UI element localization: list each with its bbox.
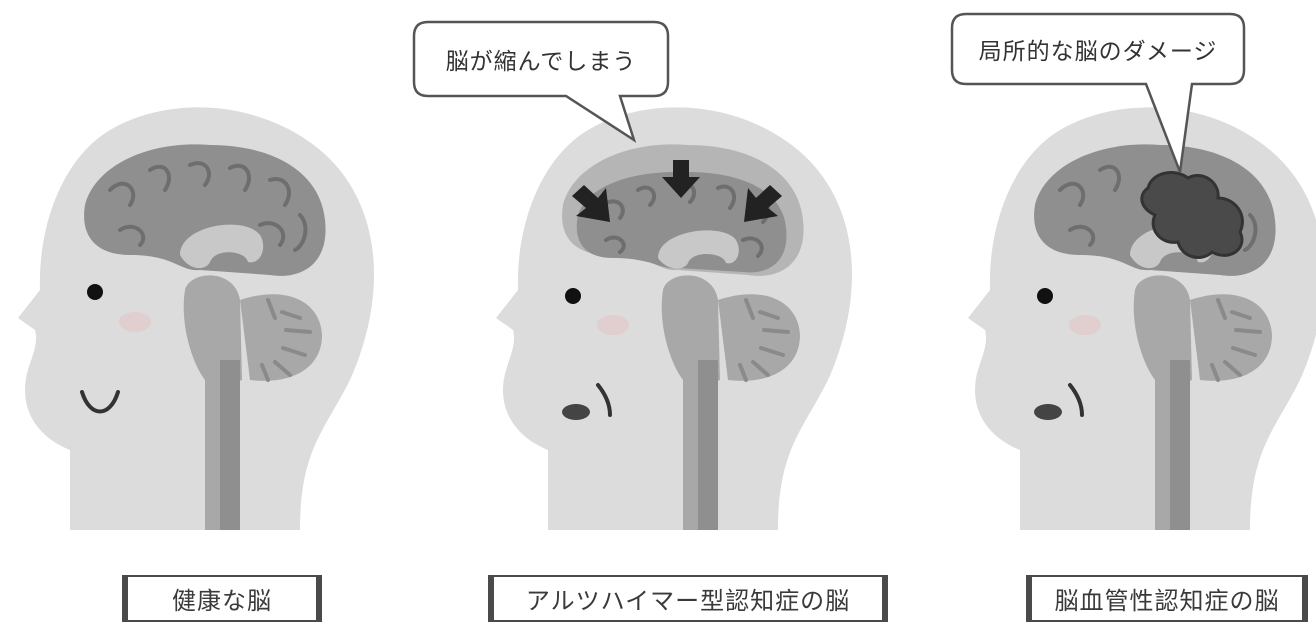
caption-healthy-brain: 健康な脳 [122,575,322,622]
caption-alzheimer-brain: アルツハイマー型認知症の脳 [488,575,888,622]
callout-text-alzheimer: 脳が縮んでしまう [445,49,637,75]
alzheimer-head [496,107,852,531]
caption-vascular-brain: 脳血管性認知症の脳 [1026,575,1308,622]
healthy-head [18,107,374,531]
callout-text-vascular: 局所的な脳のダメージ [978,39,1218,65]
callout-bubble-vascular [950,12,1246,173]
vascular-head [968,107,1316,531]
callout-bubble-alzheimer [412,20,670,143]
